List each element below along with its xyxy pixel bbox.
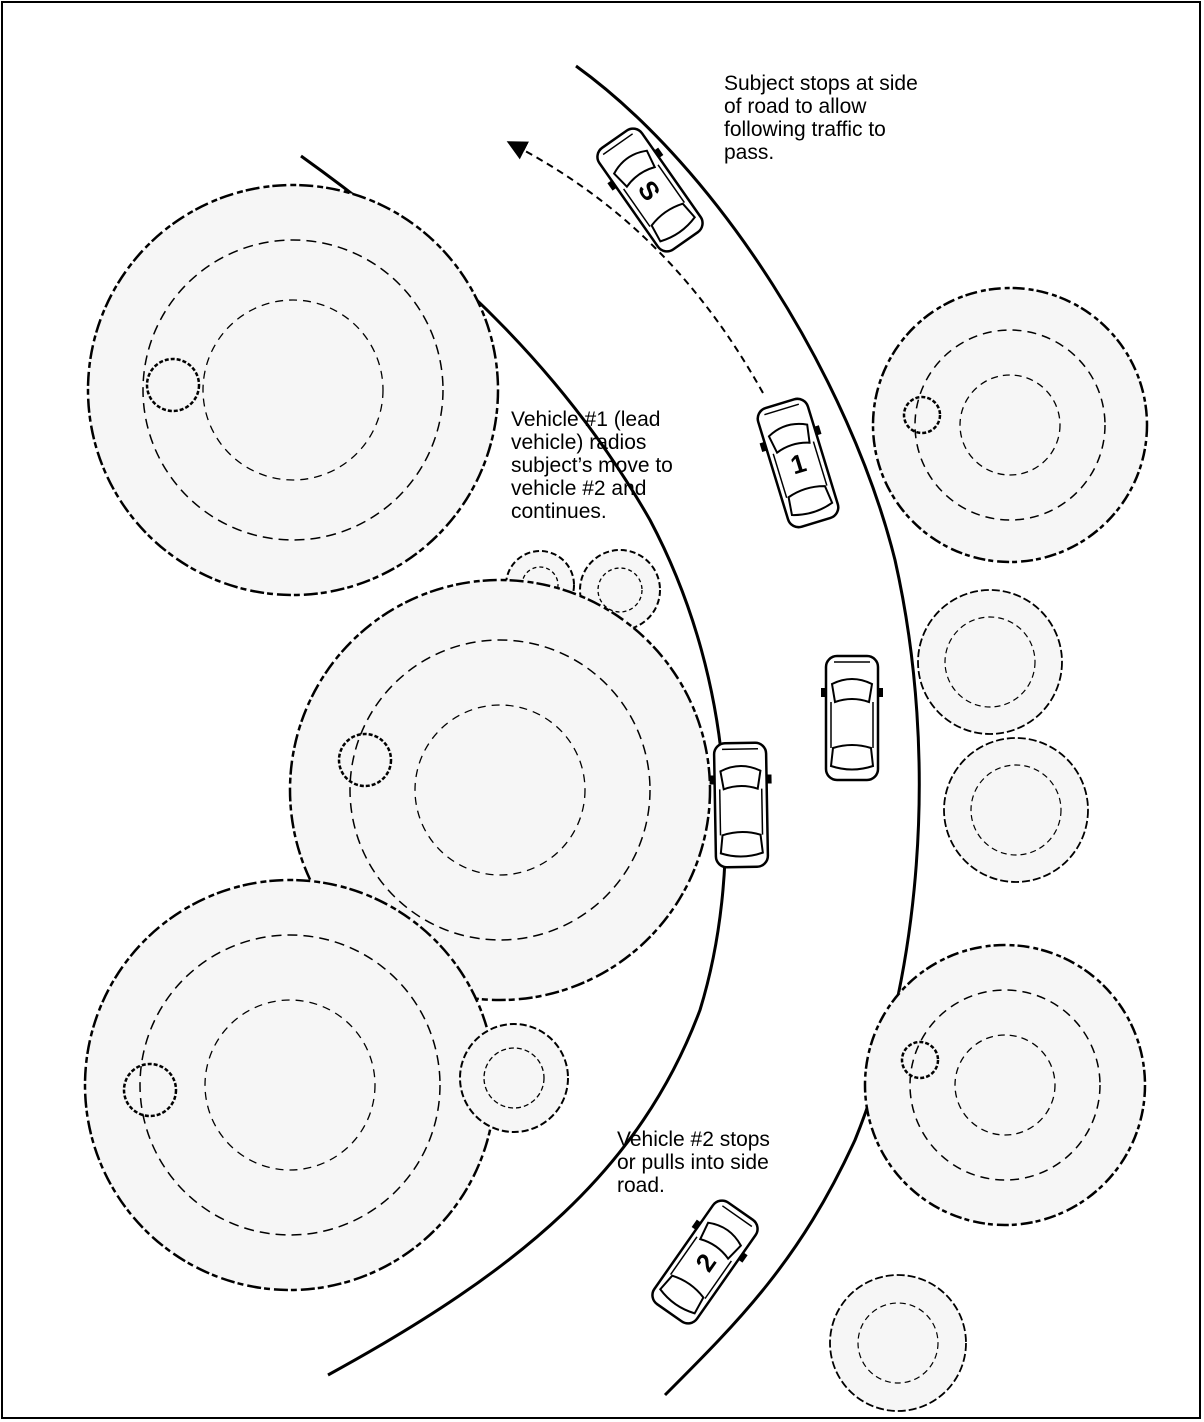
tree-icon <box>943 737 1089 883</box>
tree-icon <box>83 878 497 1292</box>
tree-icon <box>288 578 712 1002</box>
tree-icon <box>86 183 500 597</box>
tree-icon <box>829 1274 967 1412</box>
tree-icon <box>917 589 1063 735</box>
vehicle1-car-icon: 1 <box>748 393 848 533</box>
tree-icon <box>863 943 1147 1227</box>
traffic-car-icon <box>707 741 775 869</box>
vehicle2-car-icon: 2 <box>642 1192 768 1332</box>
vehicle2-note: Vehicle #2 stops or pulls into side road… <box>617 1128 770 1197</box>
traffic-car-icon <box>819 654 885 782</box>
tree-icon <box>459 1023 569 1133</box>
dashed-arrow-icon <box>506 141 764 394</box>
road-outer-edge <box>575 64 921 1397</box>
tree-icon <box>871 286 1149 564</box>
vehicle1-note: Vehicle #1 (lead vehicle) radios subject… <box>511 408 673 523</box>
subject-car-icon: S <box>587 120 713 260</box>
subject-note: Subject stops at side of road to allow f… <box>724 72 918 164</box>
